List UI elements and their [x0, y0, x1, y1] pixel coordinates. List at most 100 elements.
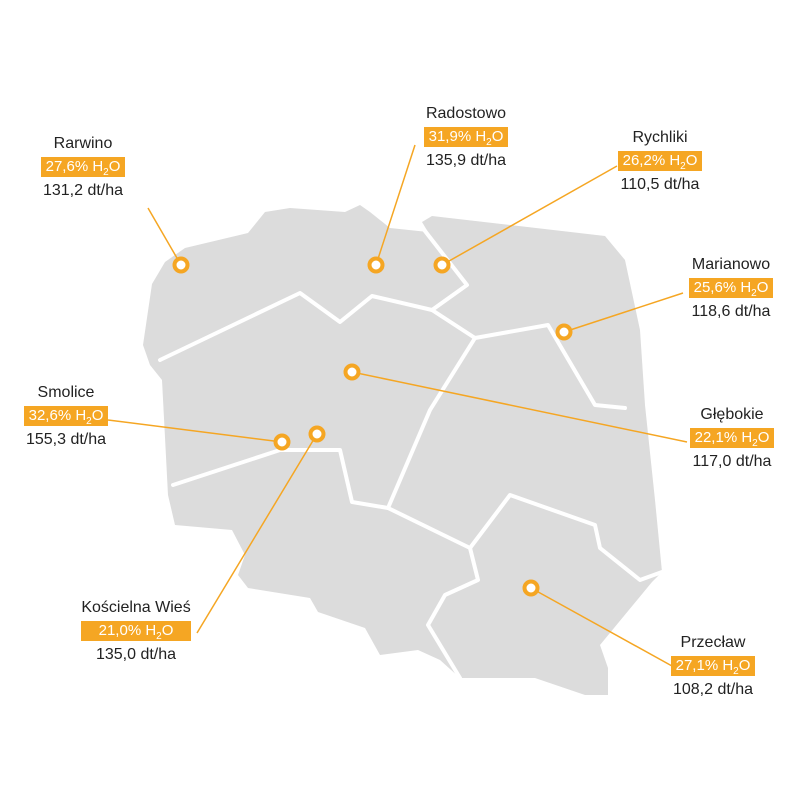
moisture-value: 26,2: [622, 152, 652, 169]
yield-unit: dt/ha: [83, 182, 124, 199]
yield-value: 135,9: [425, 152, 466, 169]
moisture-value: 21,0: [98, 622, 128, 639]
label-przeclaw: Przecław 27,1% H2O 108,2 dt/ha: [633, 633, 793, 700]
moisture-value: 27,6: [45, 158, 75, 175]
moisture-unit: % H: [722, 279, 752, 296]
label-rychliki: Rychliki 26,2% H2O 110,5 dt/ha: [580, 128, 740, 195]
moisture-unit: % H: [651, 152, 681, 169]
moisture-value: 22,1: [694, 429, 724, 446]
border-3: [386, 336, 477, 510]
yield-unit: dt/ha: [730, 303, 771, 320]
location-name: Smolice: [37, 384, 95, 401]
label-marianowo: Marianowo 25,6% H2O 118,6 dt/ha: [651, 255, 800, 322]
moisture-unit: % H: [704, 657, 734, 674]
moisture-sub: 2: [486, 137, 492, 148]
yield-unit: dt/ha: [713, 681, 754, 698]
moisture-badge: 27,1% H2O: [670, 656, 756, 677]
connector-radostowo: [375, 144, 416, 266]
yield-text: 117,0 dt/ha: [652, 452, 800, 472]
moisture-value: 31,9: [428, 128, 458, 145]
yield-text: 131,2 dt/ha: [3, 181, 163, 201]
moisture-end: O: [108, 158, 121, 175]
yield-unit: dt/ha: [136, 646, 177, 663]
moisture-unit: % H: [127, 622, 157, 639]
moisture-sub: 2: [103, 167, 109, 178]
moisture-unit: % H: [457, 128, 487, 145]
location-name: Marianowo: [691, 256, 771, 273]
border-4: [171, 448, 472, 550]
moisture-end: O: [685, 152, 698, 169]
region-borders: [158, 220, 664, 680]
connector-glebokie: [351, 371, 688, 443]
moisture-sub: 2: [751, 288, 757, 299]
border-6: [426, 546, 480, 680]
marker-rychliki: [433, 256, 451, 274]
location-name: Radostowo: [425, 105, 507, 122]
yield-text: 108,2 dt/ha: [633, 680, 793, 700]
moisture-badge: 31,9% H2O: [423, 127, 509, 148]
connector-lines: [107, 144, 688, 667]
yield-text: 135,9 dt/ha: [386, 151, 546, 171]
moisture-end: O: [91, 407, 104, 424]
moisture-sub: 2: [680, 161, 686, 172]
moisture-sub: 2: [156, 631, 162, 642]
moisture-end: O: [757, 429, 770, 446]
marker-radostowo: [367, 256, 385, 274]
moisture-end: O: [756, 279, 769, 296]
yield-value: 118,6: [691, 303, 731, 320]
marker-rarwino: [172, 256, 190, 274]
yield-unit: dt/ha: [466, 152, 507, 169]
country-outline: [143, 205, 662, 695]
yield-unit: dt/ha: [731, 453, 772, 470]
yield-value: 131,2: [42, 182, 83, 199]
location-name: Przecław: [680, 634, 746, 651]
moisture-unit: % H: [74, 158, 104, 175]
moisture-end: O: [161, 622, 174, 639]
yield-text: 118,6 dt/ha: [651, 302, 800, 322]
label-glebokie: Głębokie 22,1% H2O 117,0 dt/ha: [652, 405, 800, 472]
location-name: Głębokie: [700, 406, 764, 423]
moisture-sub: 2: [752, 438, 758, 449]
moisture-unit: % H: [723, 429, 753, 446]
yield-text: 135,0 dt/ha: [56, 645, 216, 665]
connector-smolice: [107, 419, 283, 443]
marker-marianowo: [555, 323, 573, 341]
moisture-unit: % H: [57, 407, 87, 424]
label-radostowo: Radostowo 31,9% H2O 135,9 dt/ha: [386, 104, 546, 171]
marker-przeclaw: [522, 579, 540, 597]
moisture-badge: 22,1% H2O: [689, 428, 775, 449]
yield-unit: dt/ha: [659, 176, 700, 193]
label-koscielna-wies: Kościelna Wieś 21,0% H2O 135,0 dt/ha: [56, 598, 216, 665]
moisture-value: 27,1: [675, 657, 705, 674]
connector-rarwino: [147, 207, 182, 266]
marker-smolice: [273, 433, 291, 451]
connector-przeclaw: [530, 587, 673, 667]
moisture-sub: 2: [86, 416, 92, 427]
moisture-end: O: [491, 128, 504, 145]
label-rarwino: Rarwino 27,6% H2O 131,2 dt/ha: [3, 134, 163, 201]
moisture-sub: 2: [733, 666, 739, 677]
yield-value: 155,3: [25, 431, 66, 448]
moisture-badge: 21,0% H2O: [80, 621, 192, 642]
yield-value: 108,2: [672, 681, 713, 698]
yield-text: 155,3 dt/ha: [0, 430, 146, 450]
connector-marianowo: [563, 292, 684, 333]
label-smolice: Smolice 32,6% H2O 155,3 dt/ha: [0, 383, 146, 450]
moisture-badge: 26,2% H2O: [617, 151, 703, 172]
location-name: Rychliki: [632, 129, 688, 146]
yield-text: 110,5 dt/ha: [580, 175, 740, 195]
yield-value: 117,0: [692, 453, 732, 470]
border-1: [158, 220, 469, 362]
border-5: [468, 493, 664, 582]
location-name: Rarwino: [53, 135, 113, 152]
location-name: Kościelna Wieś: [81, 599, 191, 616]
moisture-badge: 27,6% H2O: [40, 157, 126, 178]
marker-koscielna-wies: [308, 425, 326, 443]
moisture-value: 25,6: [693, 279, 723, 296]
moisture-badge: 25,6% H2O: [688, 278, 774, 299]
yield-value: 135,0: [95, 646, 136, 663]
yield-value: 110,5: [620, 176, 660, 193]
marker-glebokie: [343, 363, 361, 381]
border-2: [430, 308, 627, 410]
